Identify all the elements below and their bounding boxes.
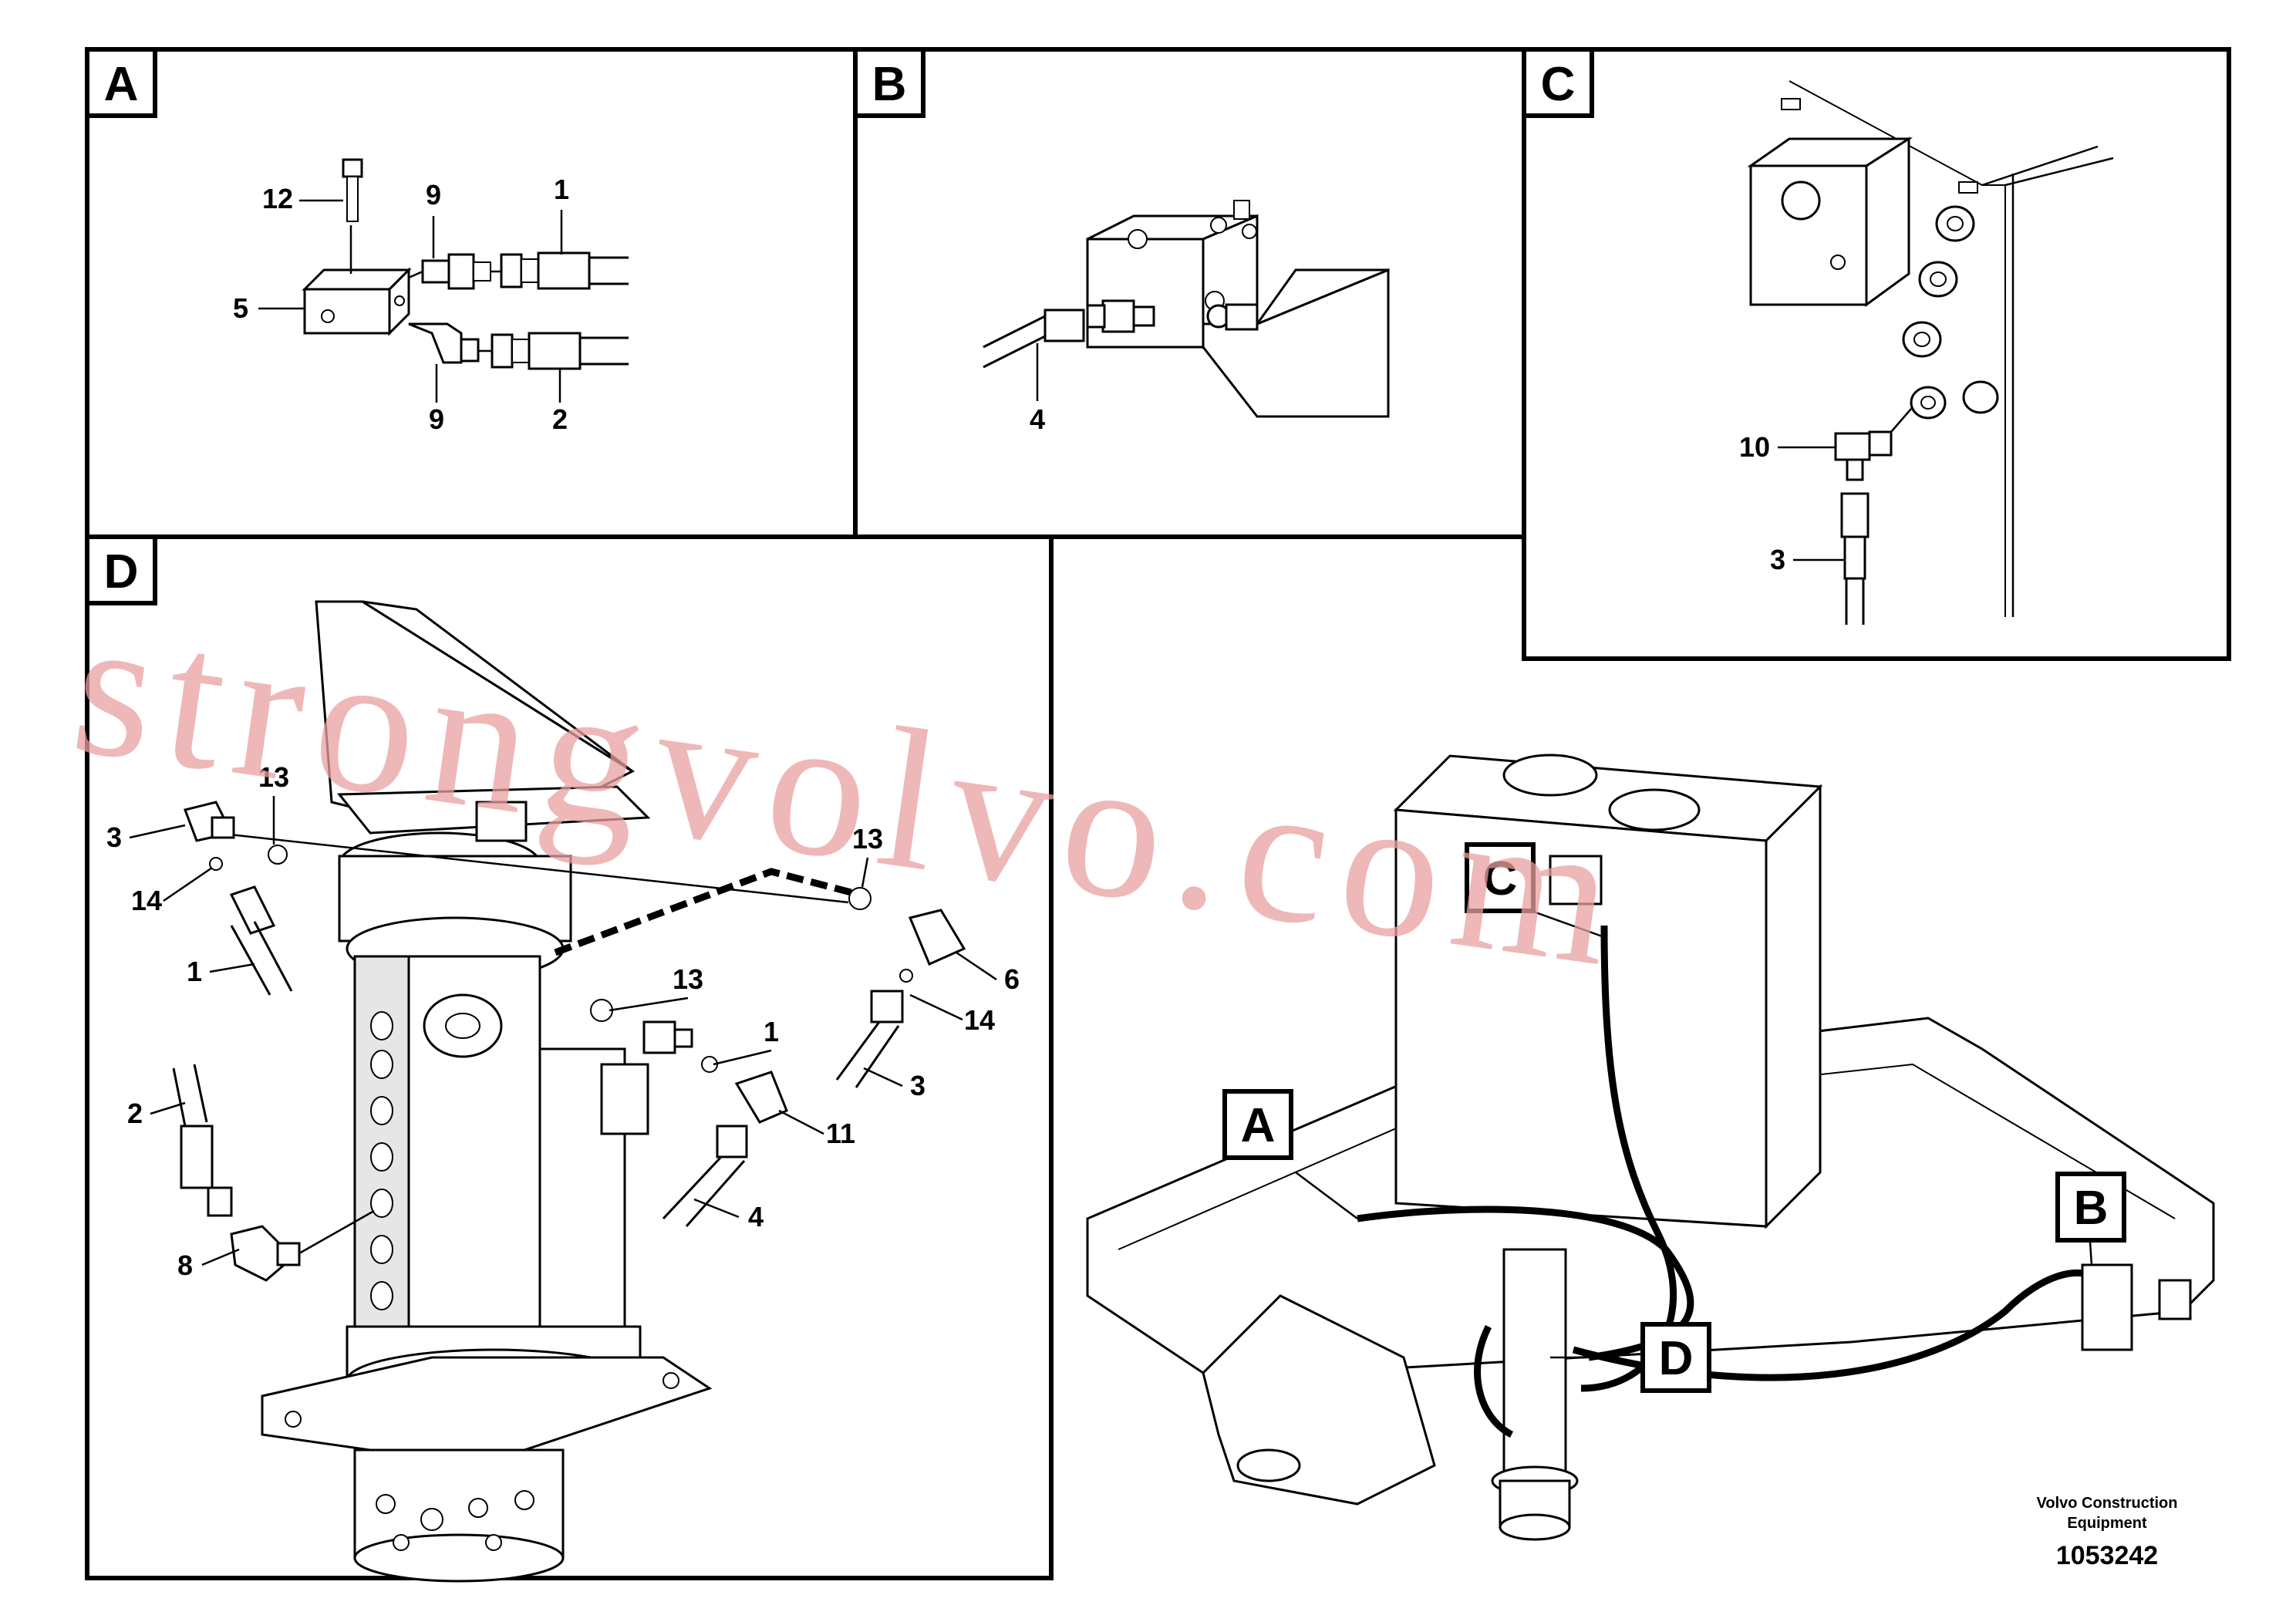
callout-d-14-b: 14 xyxy=(964,1004,995,1036)
svg-text:B: B xyxy=(2074,1182,2109,1235)
overview-tag-a: A xyxy=(1222,1089,1293,1160)
overview-tag-d: D xyxy=(1640,1322,1711,1393)
footer-company-line1: Volvo Construction xyxy=(2037,1495,2178,1512)
block-part-5 xyxy=(302,267,412,336)
panel-a-label: A xyxy=(104,58,139,111)
port-plugs xyxy=(1902,205,1999,420)
machine-overview xyxy=(1086,754,2215,1541)
panel-a: A xyxy=(85,47,858,539)
callout-b-4: 4 xyxy=(1030,403,1045,435)
panel-d: D xyxy=(85,534,1054,1583)
hose-part-4 xyxy=(983,309,1085,401)
callout-a-9-top: 9 xyxy=(426,179,441,211)
callout-d-11: 11 xyxy=(826,1118,855,1149)
callout-d-13-b: 13 xyxy=(852,823,883,855)
fitting-part-9-bottom xyxy=(408,322,480,364)
callout-d-3-a: 3 xyxy=(106,821,122,853)
callout-d-1-a: 1 xyxy=(187,956,202,987)
callout-a-1: 1 xyxy=(554,174,569,205)
callout-d-3-b: 3 xyxy=(910,1070,925,1101)
svg-text:C: C xyxy=(1483,852,1518,905)
footer-ref-number: 1053242 xyxy=(2056,1541,2158,1570)
panel-b: B 4 xyxy=(853,47,1526,539)
overview-tag-b: B xyxy=(2055,1172,2126,1243)
callout-d-6: 6 xyxy=(1004,963,1020,995)
callout-c-3: 3 xyxy=(1770,544,1785,575)
t-fitting xyxy=(1086,299,1155,333)
callout-a-2: 2 xyxy=(552,403,568,435)
svg-text:A: A xyxy=(1241,1099,1276,1152)
swivel-joint-assembly xyxy=(261,600,713,1583)
routing-dashed-line xyxy=(554,868,861,956)
callout-d-4: 4 xyxy=(748,1201,764,1233)
fitting-group-lower-left xyxy=(172,1064,375,1282)
fitting-group-right-upper xyxy=(835,887,966,1088)
overview-tag-c: C xyxy=(1465,842,1536,913)
panel-d-label: D xyxy=(104,545,139,599)
callout-a-12: 12 xyxy=(262,183,293,214)
hose-part-3-c xyxy=(1840,492,1870,625)
fitting-group-left-top xyxy=(184,801,293,996)
panel-c-label: C xyxy=(1541,58,1576,111)
callout-d-1-b: 1 xyxy=(764,1016,779,1047)
svg-text:D: D xyxy=(1659,1332,1694,1385)
solenoid-block xyxy=(1747,137,1913,307)
footer-company-line2: Equipment xyxy=(2067,1515,2147,1532)
callout-a-9-bottom: 9 xyxy=(429,403,444,435)
callout-c-10: 10 xyxy=(1739,431,1770,463)
callout-d-8: 8 xyxy=(177,1249,193,1281)
fitting-group-middle xyxy=(590,999,788,1227)
callout-d-14-a: 14 xyxy=(131,885,162,916)
callout-d-13-a: 13 xyxy=(258,761,289,793)
panel-c: C xyxy=(1522,47,2231,661)
panel-b-label: B xyxy=(872,58,907,111)
hose-part-2 xyxy=(478,332,629,370)
callout-d-2: 2 xyxy=(127,1098,143,1129)
hose-part-1 xyxy=(491,251,629,290)
callout-a-5: 5 xyxy=(233,292,248,324)
bolt-part-12 xyxy=(342,158,363,274)
fitting-part-9-top xyxy=(408,253,491,290)
callout-d-13-c: 13 xyxy=(673,963,703,995)
